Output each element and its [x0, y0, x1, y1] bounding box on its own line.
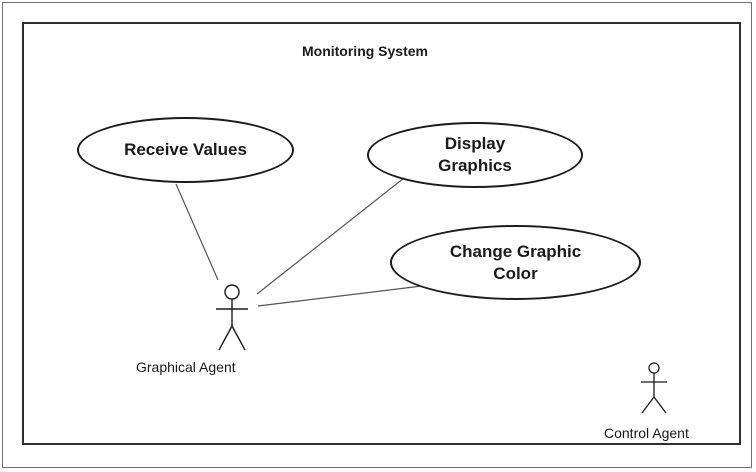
outer-frame	[2, 2, 752, 468]
use-case-label: Display Graphics	[438, 134, 512, 175]
use-case-receive-values: Receive Values	[77, 117, 294, 183]
use-case-label: Change Graphic Color	[449, 241, 582, 283]
actor-label-control-agent: Control Agent	[604, 425, 689, 441]
use-case-change-graphic-color: Change Graphic Color	[390, 225, 641, 300]
system-title: Monitoring System	[301, 43, 428, 59]
use-case-display-graphics: Display Graphics	[367, 122, 583, 188]
system-boundary	[22, 22, 741, 445]
use-case-label: Receive Values	[124, 140, 247, 159]
actor-label-graphical-agent: Graphical Agent	[136, 359, 236, 375]
